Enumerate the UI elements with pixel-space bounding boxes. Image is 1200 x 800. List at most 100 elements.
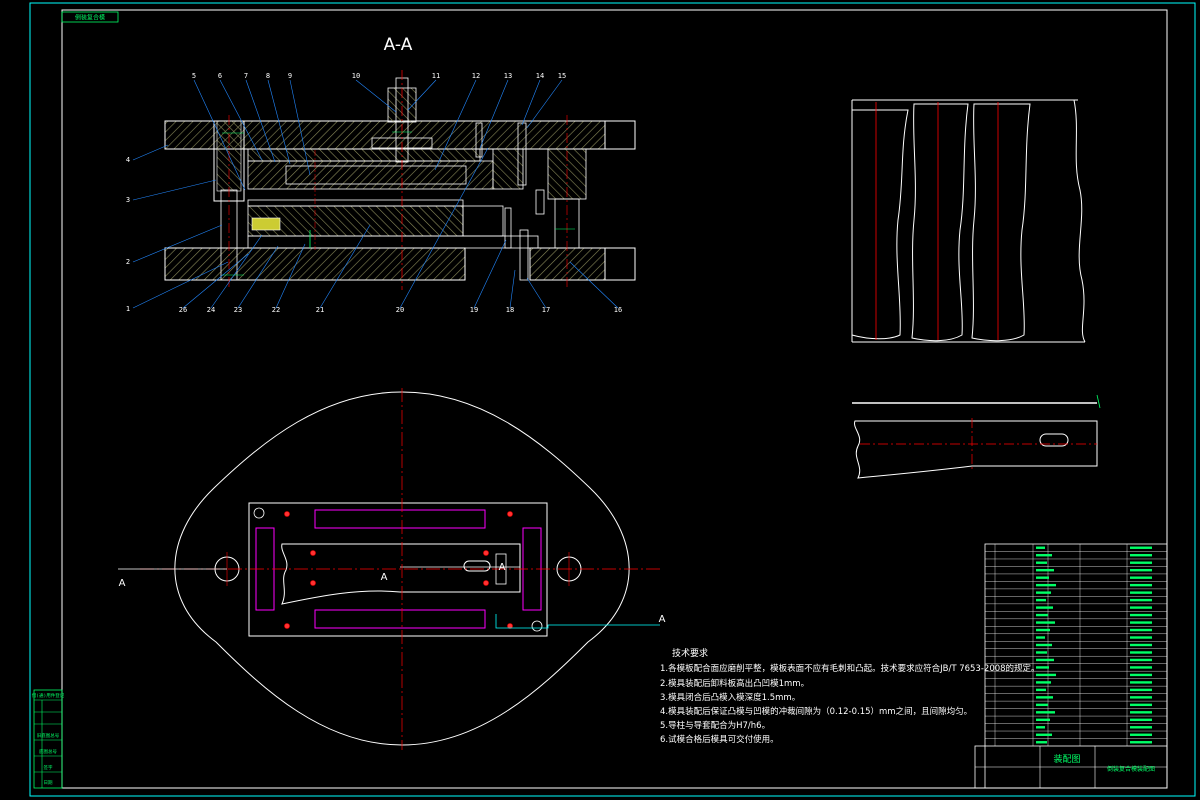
section-title: A-A — [384, 35, 413, 55]
parts-list-cell-mark — [1130, 554, 1152, 557]
parts-list-cell-mark — [1130, 561, 1152, 564]
parts-list-cell-mark — [1130, 546, 1152, 549]
parts-list-cell-mark — [1130, 733, 1152, 736]
part-label-bottom-5: 20 — [396, 306, 404, 314]
drawing-name: 装配图 — [1053, 753, 1080, 765]
parts-list-cell-mark — [1036, 741, 1047, 744]
part-label-left-3: 1 — [126, 305, 130, 313]
part-label-bottom-0: 26 — [179, 306, 187, 314]
title-block: 装配图 倒装复合模装配图 — [974, 543, 1168, 789]
parts-list-cell-mark — [1036, 561, 1047, 564]
part-label-top-6: 11 — [432, 72, 440, 80]
margin-row-0: 借(通)用件登记 — [32, 692, 65, 699]
tech-req-item-1: 2.模具装配后卸料板高出凸凹模1mm。 — [660, 678, 809, 689]
parts-list-cell-mark — [1130, 613, 1152, 617]
leader-lines — [132, 79, 619, 309]
plan-view: A A A A — [118, 388, 666, 750]
lower-die-holder — [164, 247, 466, 281]
parts-list-cell-mark — [1130, 636, 1152, 639]
spring-block — [251, 217, 281, 231]
tech-req-item-0: 1.各模板配合面应磨削平整，模板表面不应有毛刺和凸起。技术要求应符合JB/T 7… — [660, 663, 1040, 674]
part-label-top-7: 12 — [472, 72, 480, 80]
parts-list-cell-mark — [1130, 583, 1152, 587]
tech-req-item-5: 6.试模合格后模具可交付使用。 — [660, 734, 779, 745]
parts-list-cell-mark — [1130, 666, 1152, 669]
tech-req-item-3: 4.模具装配后保证凸模与凹模的冲裁间隙为（0.12-0.15）mm之间，且间隙均… — [660, 706, 972, 717]
part-label-left-1: 3 — [126, 196, 130, 204]
technical-requirements: 技术要求 1.各模板配合面应磨削平整，模板表面不应有毛刺和凸起。技术要求应符合J… — [660, 647, 1040, 745]
parts-list-grid — [985, 544, 1167, 746]
parts-list-cell-mark — [1130, 576, 1152, 579]
parts-list-cell-mark — [1036, 688, 1046, 692]
strip-layout-view — [851, 99, 1086, 343]
part-label-bottom-2: 23 — [234, 306, 242, 314]
parts-list-cell-mark — [1130, 606, 1152, 609]
parts-list-cell-mark — [1036, 546, 1045, 549]
parts-list-cell-mark — [1130, 688, 1152, 692]
parts-list-cell-mark — [1036, 628, 1050, 632]
section-mark-left: A — [119, 578, 126, 589]
parts-list-cell-mark — [1036, 568, 1054, 572]
parts-list-cell-mark — [1130, 568, 1152, 572]
part-label-bottom-7: 18 — [506, 306, 514, 314]
part-label-bottom-8: 17 — [542, 306, 550, 314]
part-label-top-0: 5 — [192, 72, 196, 80]
tech-req-item-2: 3.模具闭合后凸模入模深度1.5mm。 — [660, 692, 800, 703]
left-margin-stamp: 借(通)用件登记 旧底图总号 底图总号 签字 日期 — [32, 689, 65, 789]
part-label-bottom-6: 19 — [470, 306, 478, 314]
parts-list-cell-mark — [1036, 696, 1053, 699]
part-label-bottom-1: 24 — [207, 306, 215, 314]
part-label-bottom-3: 22 — [272, 306, 280, 314]
parts-list-cell-mark — [1130, 591, 1152, 594]
backing-plate — [247, 148, 481, 162]
corner-stamp-text: 倒装复合模 — [75, 14, 105, 22]
part-label-top-2: 7 — [244, 72, 248, 80]
parts-list-cell-mark — [1036, 621, 1055, 624]
sheet-frame: 倒装复合模 — [29, 2, 1196, 797]
part-label-top-8: 13 — [504, 72, 512, 80]
parts-list-cell-mark — [1130, 651, 1152, 654]
parts-list-cell-mark — [1036, 643, 1052, 647]
part-label-left-0: 4 — [126, 156, 130, 164]
parts-list-cell-mark — [1130, 711, 1152, 714]
workpiece-view — [852, 394, 1101, 479]
parts-list-cell-mark — [1036, 718, 1050, 722]
margin-row-4: 签字 — [44, 764, 53, 771]
section-mark-mid: A — [381, 572, 388, 583]
parts-list-cell-mark — [1036, 591, 1051, 594]
parts-list-cell-mark — [1130, 598, 1152, 602]
parts-list-cell-mark — [1036, 666, 1049, 669]
parts-list-cell-mark — [1036, 554, 1052, 557]
parts-list-cell-mark — [1036, 733, 1052, 736]
corner-stamp-box — [61, 11, 119, 23]
part-label-top-4: 9 — [288, 72, 292, 80]
parts-list-cell-mark — [1130, 658, 1152, 662]
parts-list-cell-mark — [1036, 583, 1056, 587]
parts-list-cell-mark — [1036, 651, 1047, 654]
section-view: A-A — [126, 35, 636, 314]
parts-list-cell-mark — [1036, 658, 1054, 662]
margin-row-5: 日期 — [44, 780, 53, 786]
part-label-top-9: 14 — [536, 72, 544, 80]
parts-list-cell-mark — [1036, 613, 1048, 617]
tech-req-heading: 技术要求 — [672, 647, 708, 659]
parts-list-cell-mark — [1036, 726, 1045, 729]
part-name: 倒装复合模装配图 — [1107, 765, 1155, 773]
part-label-bottom-4: 21 — [316, 306, 324, 314]
part-label-top-5: 10 — [352, 72, 360, 80]
parts-list-cell-mark — [1036, 673, 1056, 677]
parts-list-cell-mark — [1130, 696, 1152, 699]
punch-retainer — [247, 160, 494, 190]
parts-list-cell-mark — [1130, 621, 1152, 624]
part-label-top-10: 15 — [558, 72, 566, 80]
parts-list-cell-mark — [1130, 726, 1152, 729]
parts-list-cell-mark — [1130, 681, 1152, 684]
parts-list-cell-mark — [1036, 598, 1046, 602]
parts-list-cell-mark — [1036, 703, 1048, 707]
parts-list-cell-mark — [1130, 643, 1152, 647]
part-label-top-1: 6 — [218, 72, 222, 80]
blank-outline — [281, 543, 521, 605]
parts-list-cell-mark — [1130, 673, 1152, 677]
section-mark-right: A — [659, 614, 666, 625]
